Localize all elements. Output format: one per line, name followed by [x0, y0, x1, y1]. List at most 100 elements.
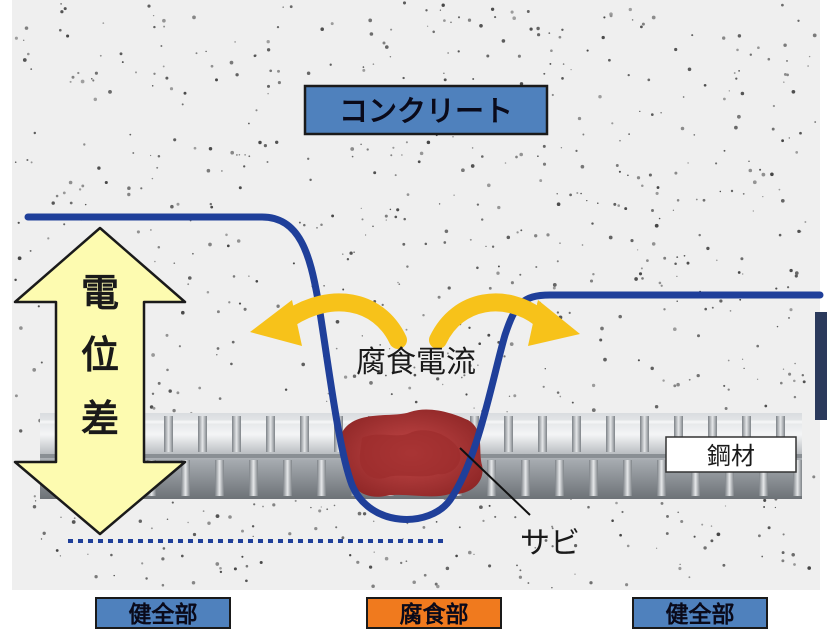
concrete-speckle — [763, 506, 766, 508]
concrete-speckle — [434, 582, 438, 586]
concrete-speckle — [654, 404, 659, 409]
concrete-speckle — [723, 97, 726, 101]
concrete-speckle — [266, 161, 269, 163]
concrete-speckle — [486, 54, 490, 58]
concrete-speckle — [556, 202, 561, 207]
concrete-speckle — [382, 41, 386, 45]
concrete-speckle — [485, 245, 487, 248]
concrete-speckle — [781, 139, 784, 143]
concrete-speckle — [389, 208, 392, 211]
rebar-rib — [742, 416, 751, 452]
concrete-speckle — [422, 313, 425, 317]
concrete-speckle — [94, 575, 98, 579]
concrete-speckle — [108, 90, 112, 94]
rebar-rib — [181, 460, 190, 496]
concrete-speckle — [60, 3, 62, 5]
concrete-speckle — [27, 52, 30, 56]
concrete-speckle — [269, 69, 273, 73]
concrete-speckle — [771, 127, 775, 131]
concrete-speckle — [574, 544, 578, 548]
concrete-speckle — [592, 272, 595, 276]
concrete-speckle — [173, 138, 177, 142]
concrete-speckle — [235, 73, 239, 77]
concrete-speckle — [252, 535, 254, 538]
concrete-speckle — [559, 242, 561, 244]
concrete-speckle — [379, 344, 382, 346]
concrete-speckle — [761, 555, 764, 558]
concrete-speckle — [480, 155, 484, 158]
concrete-speckle — [488, 286, 492, 290]
concrete-speckle — [693, 535, 696, 538]
concrete-speckle — [436, 377, 440, 381]
concrete-speckle — [479, 23, 483, 28]
concrete-speckle — [470, 164, 475, 168]
concrete-speckle — [361, 218, 364, 221]
concrete-speckle — [314, 526, 318, 531]
concrete-speckle — [215, 514, 220, 518]
concrete-speckle — [233, 567, 237, 571]
concrete-speckle — [357, 511, 362, 516]
concrete-speckle — [703, 83, 707, 87]
concrete-speckle — [19, 429, 23, 433]
concrete-speckle — [706, 246, 710, 251]
concrete-speckle — [157, 155, 161, 158]
concrete-speckle — [362, 512, 367, 516]
concrete-speckle — [151, 353, 155, 357]
concrete-speckle — [601, 35, 605, 40]
concrete-speckle — [660, 112, 662, 114]
concrete-speckle — [703, 546, 707, 550]
concrete-speckle — [591, 222, 594, 225]
concrete-speckle — [68, 180, 73, 185]
concrete-speckle — [676, 275, 678, 278]
concrete-speckle — [562, 63, 565, 65]
concrete-speckle — [93, 97, 98, 102]
concrete-speckle — [534, 546, 537, 549]
concrete-speckle — [640, 267, 643, 270]
concrete-speckle — [580, 164, 585, 169]
concrete-speckle — [716, 532, 721, 537]
concrete-speckle — [486, 183, 491, 188]
concrete-speckle — [91, 77, 93, 80]
concrete-speckle — [60, 10, 64, 14]
concrete-speckle — [457, 16, 461, 19]
concrete-speckle — [724, 407, 728, 410]
concrete-speckle — [537, 33, 541, 37]
concrete-speckle — [349, 554, 352, 557]
concrete-speckle — [561, 77, 564, 80]
concrete-speckle — [169, 87, 174, 91]
rebar-rib — [198, 416, 207, 452]
concrete-speckle — [537, 155, 539, 157]
concrete-speckle — [385, 45, 389, 49]
concrete-speckle — [737, 114, 741, 119]
rebar-rib — [759, 460, 768, 496]
rebar-rib — [164, 416, 173, 452]
concrete-speckle — [479, 505, 483, 510]
concrete-speckle — [739, 298, 742, 301]
concrete-speckle — [807, 65, 809, 67]
concrete-speckle — [666, 514, 669, 518]
concrete-speckle — [520, 229, 523, 232]
concrete-speckle — [571, 401, 574, 404]
concrete-speckle — [687, 67, 692, 72]
concrete-speckle — [165, 76, 169, 80]
concrete-speckle — [599, 338, 603, 342]
concrete-speckle — [781, 551, 785, 555]
concrete-speckle — [390, 28, 393, 31]
concrete-speckle — [687, 162, 689, 164]
concrete-speckle — [248, 275, 250, 277]
concrete-speckle — [772, 104, 776, 108]
concrete-speckle — [277, 69, 280, 73]
concrete-speckle — [655, 547, 658, 549]
concrete-speckle — [284, 388, 288, 391]
concrete-speckle — [598, 94, 602, 99]
rebar-rib — [215, 460, 224, 496]
concrete-speckle — [482, 519, 485, 523]
concrete-speckle — [170, 204, 174, 209]
concrete-speckle — [776, 325, 779, 328]
concrete-speckle — [527, 582, 530, 584]
concrete-speckle — [275, 140, 279, 144]
concrete-speckle — [618, 314, 622, 319]
concrete-speckle — [394, 215, 398, 219]
rebar-rib — [606, 416, 615, 452]
